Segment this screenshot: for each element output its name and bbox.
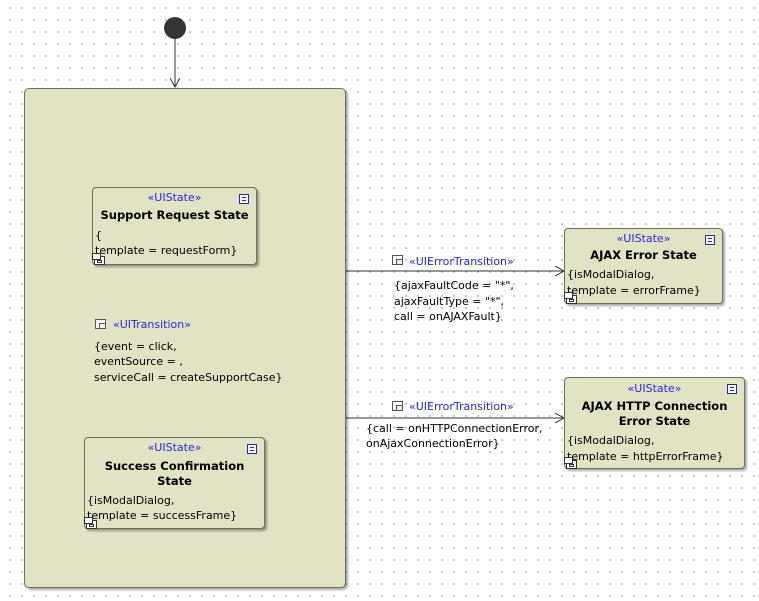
error-transition-guard-line: ajaxFaultType = "*", — [394, 295, 505, 308]
error-transition-icon — [392, 255, 403, 265]
state-body-line: {isModalDialog, — [567, 268, 655, 281]
error-transition-guard-line: {call = onHTTPConnectionError, — [366, 422, 543, 435]
class-icon — [239, 194, 249, 204]
state-name-line: AJAX HTTP Connection — [581, 399, 728, 413]
state-name: AJAX Error State — [590, 248, 697, 262]
submachine-icon — [92, 253, 105, 265]
error-transition-guard-line: call = onAJAXFault} — [394, 310, 502, 323]
success-confirmation-state[interactable]: «UIState» Success Confirmation State {is… — [84, 437, 265, 529]
transition-icon — [95, 319, 106, 329]
ajax-error-state[interactable]: «UIState» AJAX Error State {isModalDialo… — [564, 228, 723, 304]
error-transition-stereotype: «UIErrorTransition» — [409, 400, 514, 413]
transition-stereotype: «UITransition» — [113, 318, 191, 331]
state-name-line: State — [157, 474, 192, 488]
state-stereotype: «UIState» — [147, 191, 202, 204]
transition-guard-line: {event = click, — [94, 340, 177, 354]
state-name: Support Request State — [100, 208, 249, 222]
state-stereotype: «UIState» — [616, 232, 671, 245]
state-body-line: {isModalDialog, — [87, 494, 175, 507]
state-name-line: Success Confirmation — [104, 459, 245, 473]
submachine-icon — [84, 517, 97, 529]
outer-initial-pseudostate[interactable] — [164, 17, 186, 39]
state-body-line: { — [95, 229, 102, 242]
class-icon — [705, 235, 715, 245]
state-body-line: template = errorFrame} — [567, 284, 701, 297]
class-icon — [727, 384, 737, 394]
support-request-state[interactable]: «UIState» Support Request State { templa… — [92, 187, 257, 265]
error-transition-guard-line: {ajaxFaultCode = "*", — [394, 279, 514, 292]
submachine-icon — [564, 457, 577, 469]
submachine-icon — [564, 292, 577, 304]
state-body-line: {isModalDialog, — [567, 434, 655, 447]
state-body-line: template = successFrame} — [87, 509, 238, 522]
error-transition-guard-line: onAjaxConnectionError} — [366, 437, 500, 450]
ajax-http-connection-error-state[interactable]: «UIState» AJAX HTTP Connection Error Sta… — [564, 377, 745, 469]
class-icon — [247, 444, 257, 454]
state-stereotype: «UIState» — [627, 382, 682, 395]
state-stereotype: «UIState» — [147, 441, 202, 454]
transition-guard-line: eventSource = , — [94, 355, 183, 369]
error-transition-stereotype: «UIErrorTransition» — [409, 255, 514, 268]
state-body-line: template = httpErrorFrame} — [567, 450, 724, 463]
state-name-line: Error State — [618, 414, 691, 428]
error-transition-icon — [392, 401, 403, 411]
state-body-line: template = requestForm} — [95, 244, 238, 257]
transition-guard-line: serviceCall = createSupportCase} — [94, 371, 283, 385]
